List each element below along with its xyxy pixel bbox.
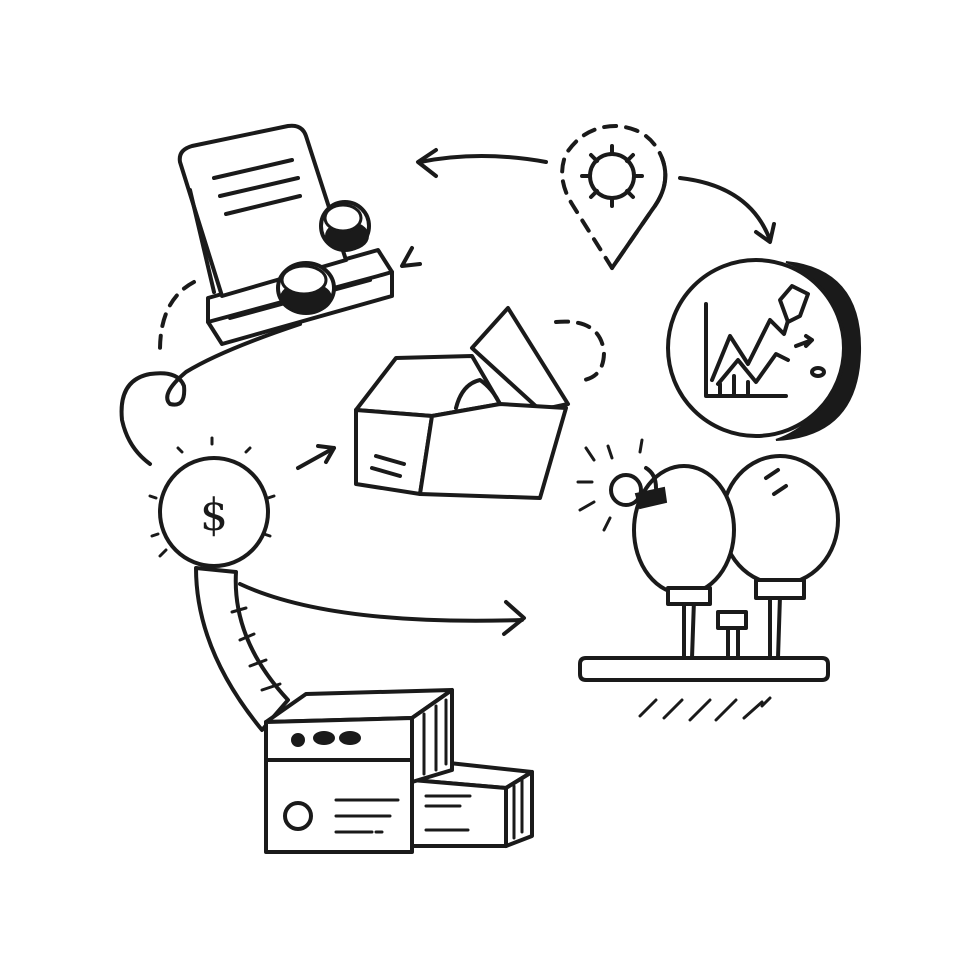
growth-chart-circle-icon xyxy=(666,258,862,441)
open-box-icon xyxy=(354,306,607,500)
dollar-coin-icon: $ xyxy=(148,436,276,568)
connector-path-left xyxy=(119,280,302,466)
balloon-tree-icon xyxy=(576,438,840,722)
ribbon-connector xyxy=(194,566,290,732)
gear-icon xyxy=(580,144,644,208)
arrow-coin-to-trees xyxy=(238,582,526,636)
arrow-coin-to-box xyxy=(296,444,336,470)
arrow-pin-to-chart xyxy=(678,176,776,244)
server-storage-icon xyxy=(264,688,534,854)
arrow-pin-to-document xyxy=(416,148,548,178)
dollar-symbol: $ xyxy=(200,490,228,541)
document-coins-icon xyxy=(177,123,422,346)
location-gear-pin-icon xyxy=(560,123,668,272)
